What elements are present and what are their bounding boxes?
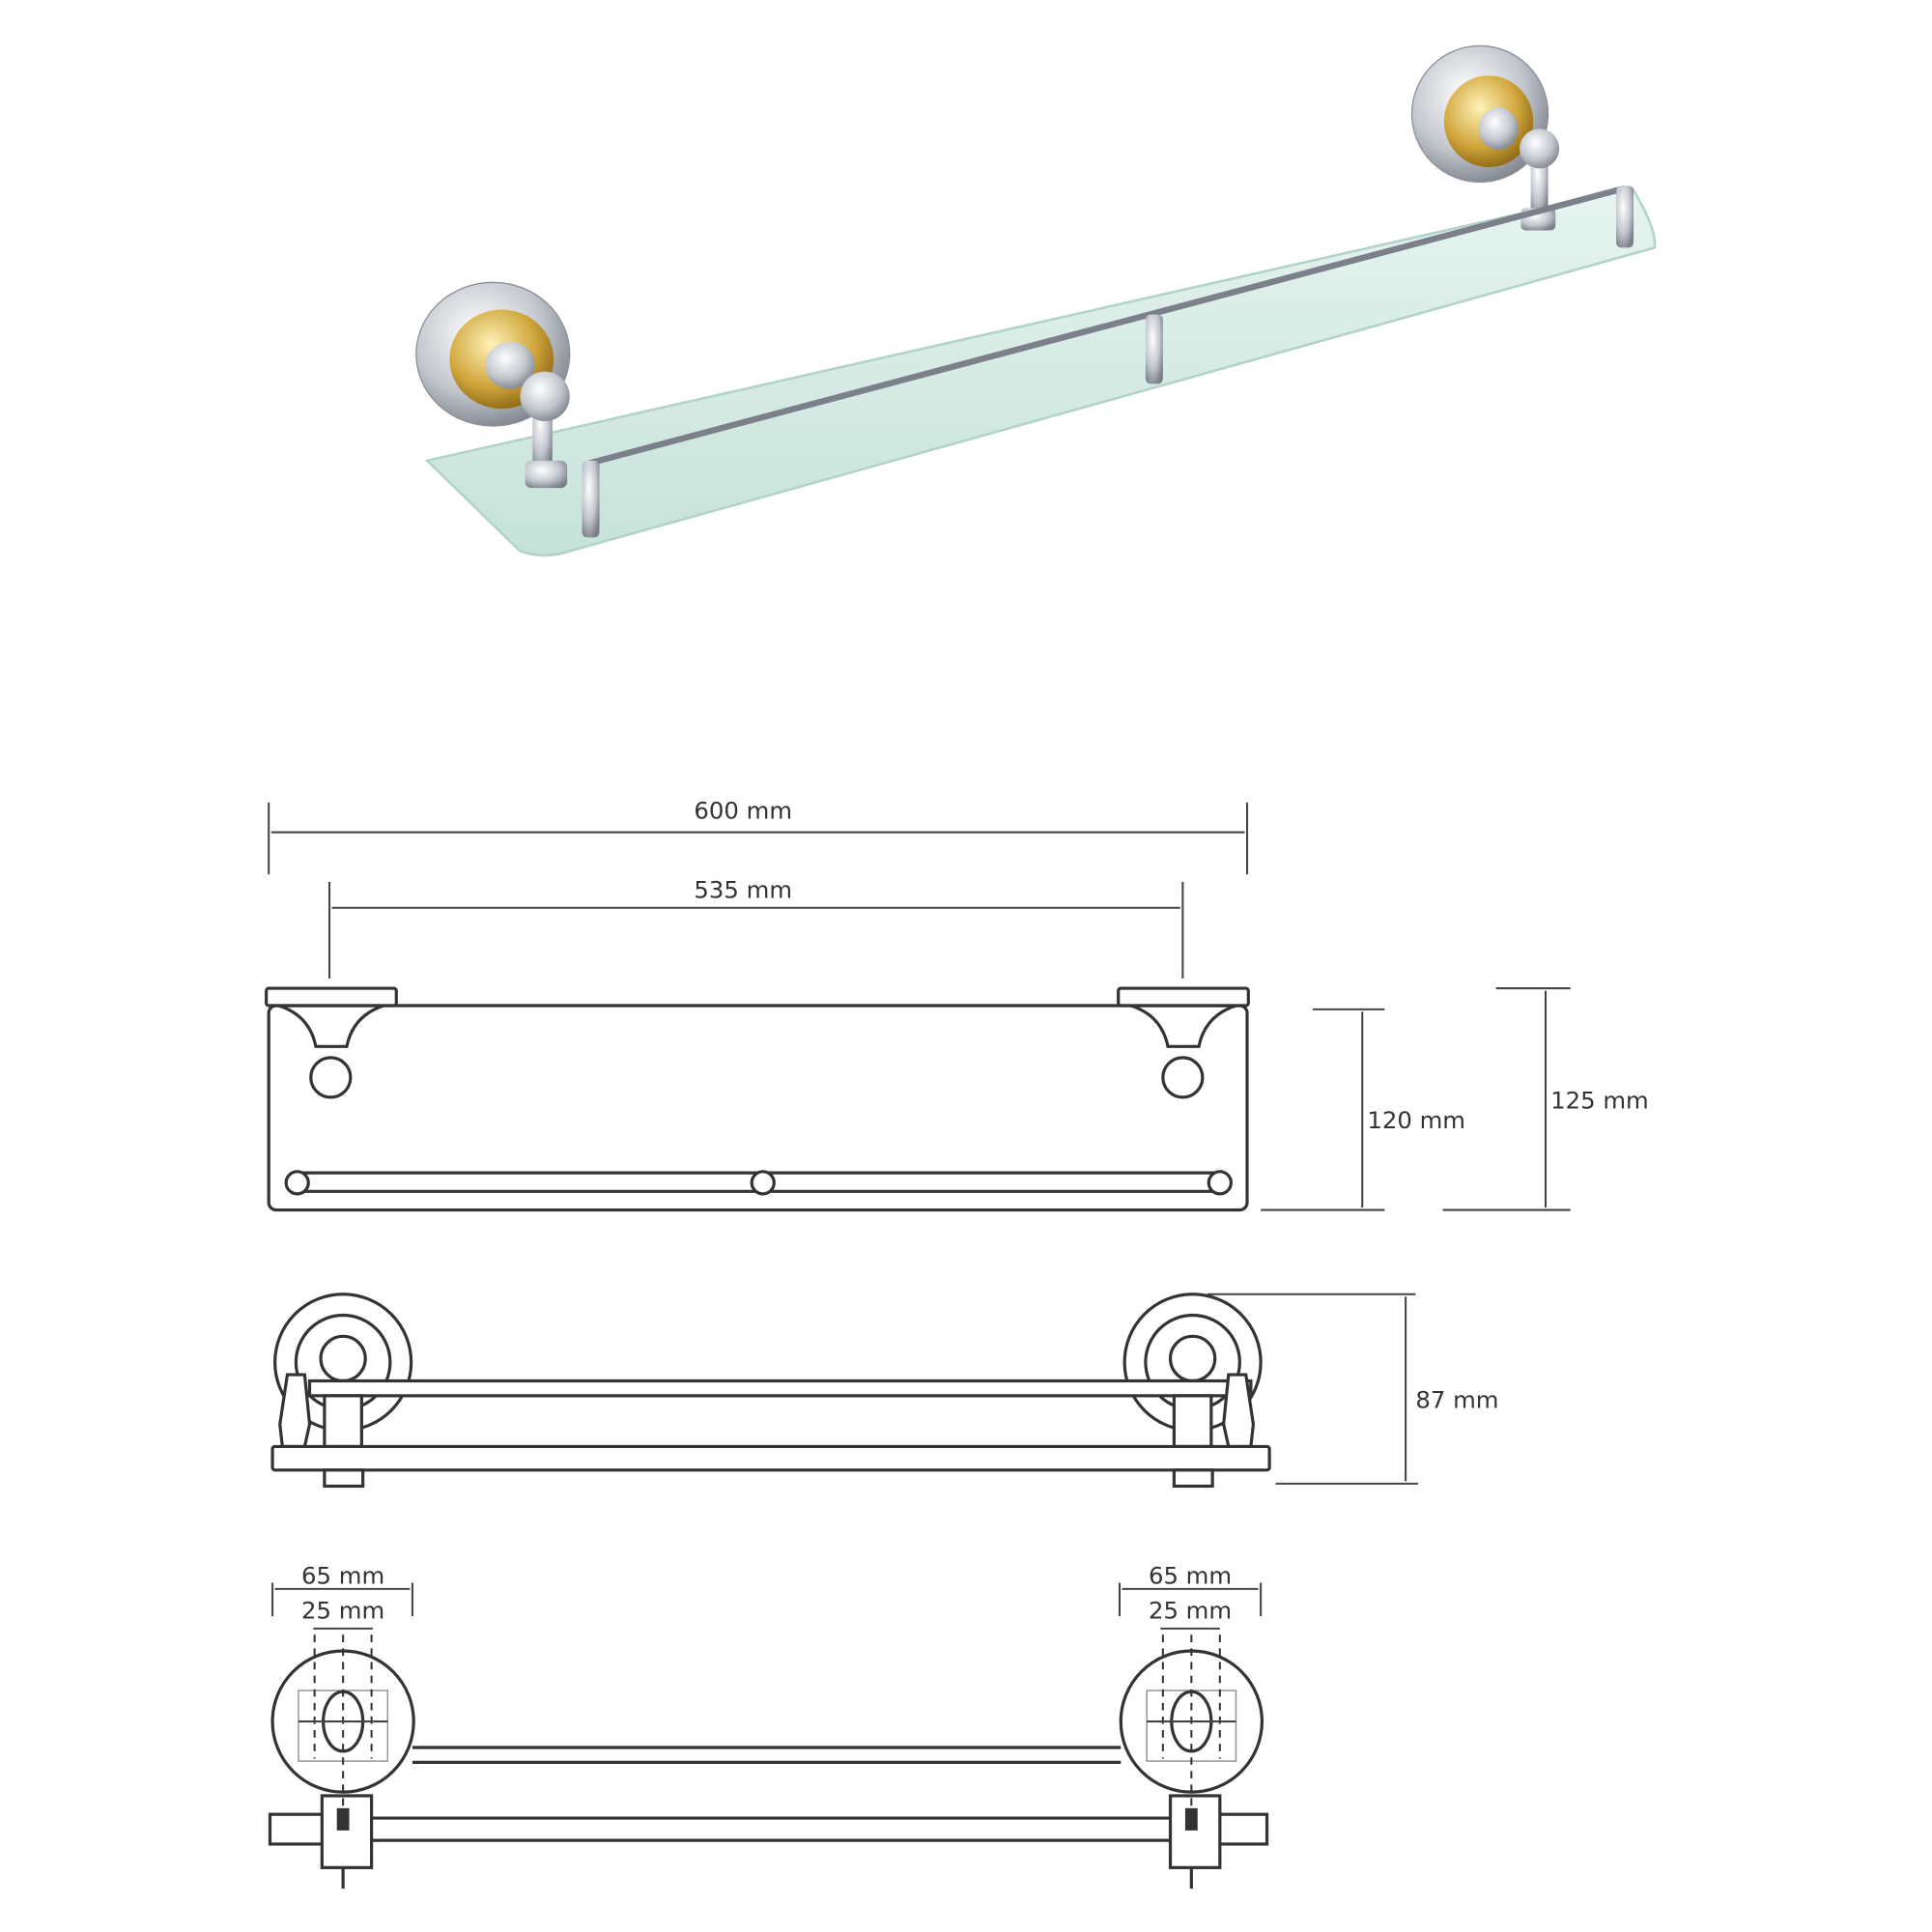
rosette-right	[1119, 1634, 1264, 1808]
dim-fixing-left: 25 mm	[301, 1597, 384, 1625]
dim-height: 87 mm	[1415, 1386, 1498, 1414]
rosette-left	[270, 1634, 415, 1808]
dim-rosette-right: 65 mm	[1149, 1562, 1232, 1590]
top-view: 600 mm 535 mm 120 mm 125 mm	[265, 796, 1649, 1212]
product-image	[415, 44, 1657, 557]
fixing-view: 65 mm 25 mm 65 mm 25 mm	[268, 1562, 1269, 1889]
bracket-left	[415, 281, 571, 489]
gallery-rail	[588, 185, 1626, 467]
dim-depth-glass: 120 mm	[1367, 1106, 1465, 1134]
dim-fixing-right: 25 mm	[1149, 1597, 1232, 1625]
dim-overall-width: 600 mm	[694, 796, 792, 824]
glass-shelf	[424, 186, 1657, 557]
dim-bracket-spacing: 535 mm	[694, 875, 792, 903]
dim-rosette-left: 65 mm	[301, 1562, 384, 1590]
rail-posts	[582, 185, 1634, 538]
bracket-right	[1410, 44, 1560, 231]
side-view: 87 mm	[270, 1293, 1499, 1489]
dim-depth-total: 125 mm	[1550, 1086, 1649, 1114]
